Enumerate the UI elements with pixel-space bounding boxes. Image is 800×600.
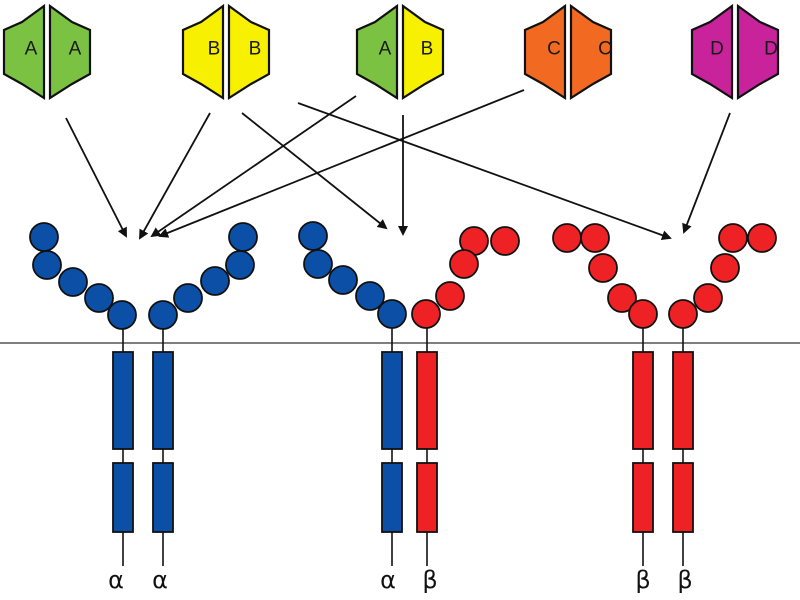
ligand-half-right xyxy=(736,3,780,101)
arrow-bb-to-beta-beta xyxy=(297,102,672,240)
chain-label: α xyxy=(380,566,396,594)
ligand-bb xyxy=(181,3,271,101)
ligand-letter: D xyxy=(710,39,724,60)
ligand-half-left xyxy=(523,3,567,101)
chain-label: β xyxy=(422,566,437,594)
extracellular-domain-bead xyxy=(435,281,465,311)
arrow-cc-to-alpha-alpha xyxy=(158,89,525,238)
chain-label: β xyxy=(635,566,650,594)
ligand-letter: A xyxy=(379,39,392,60)
ligand-letter: A xyxy=(25,39,38,60)
extracellular-domain-bead xyxy=(411,299,441,329)
chain-label: β xyxy=(677,566,692,594)
extracellular-domain-bead xyxy=(693,283,723,313)
ligand-half-left xyxy=(181,3,225,101)
intracellular-domain xyxy=(672,462,694,533)
transmembrane-domain xyxy=(672,351,694,450)
receptor-chain-beta xyxy=(411,226,520,566)
extracellular-domain-bead xyxy=(148,300,178,330)
extracellular-domain-bead xyxy=(490,226,520,256)
extracellular-domain-bead xyxy=(328,265,358,295)
extracellular-domain-bead xyxy=(747,223,777,253)
chain-label: α xyxy=(152,566,168,594)
extracellular-domain-bead xyxy=(225,250,255,280)
intracellular-domain xyxy=(152,462,174,533)
receptor-chain-alpha xyxy=(298,221,407,566)
intracellular-domain xyxy=(381,462,403,533)
intracellular-domain xyxy=(416,462,438,533)
extracellular-domain-bead xyxy=(552,223,582,253)
receptor-chain-alpha xyxy=(148,222,258,566)
receptor-beta-beta xyxy=(552,223,777,566)
receptor-dimers xyxy=(29,221,777,566)
receptor-alpha-alpha xyxy=(29,222,258,566)
ligand-letter: B xyxy=(208,39,221,60)
ligand-half-left xyxy=(2,3,46,101)
chain-label: α xyxy=(108,566,124,594)
extracellular-domain-bead xyxy=(628,299,658,329)
arrow-bb-to-alpha-alpha xyxy=(139,112,211,240)
extracellular-domain-bead xyxy=(303,249,333,279)
extracellular-domain-bead xyxy=(377,299,407,329)
transmembrane-domain xyxy=(416,351,438,450)
ligand-letter: B xyxy=(421,39,434,60)
extracellular-domain-bead xyxy=(449,249,479,279)
extracellular-domain-bead xyxy=(107,300,137,330)
ligand-letter: B xyxy=(249,39,262,60)
intracellular-domain xyxy=(112,462,134,533)
arrow-aa-to-alpha-alpha xyxy=(65,117,127,238)
transmembrane-domain xyxy=(632,351,654,450)
ligand-half-left xyxy=(355,3,399,101)
extracellular-domain-bead xyxy=(718,223,748,253)
extracellular-domain-bead xyxy=(298,221,328,251)
ligand-dimers xyxy=(2,3,780,101)
transmembrane-domain xyxy=(152,351,174,450)
ligand-aa xyxy=(2,3,92,101)
binding-arrows xyxy=(65,89,731,240)
extracellular-domain-bead xyxy=(173,283,203,313)
extracellular-domain-bead xyxy=(58,267,88,297)
extracellular-domain-bead xyxy=(668,299,698,329)
transmembrane-domain xyxy=(381,351,403,450)
extracellular-domain-bead xyxy=(32,250,62,280)
ligand-dd xyxy=(690,3,780,101)
extracellular-domain-bead xyxy=(580,223,610,253)
extracellular-domain-bead xyxy=(84,283,114,313)
transmembrane-domain xyxy=(112,351,134,450)
ligand-half-left xyxy=(690,3,734,101)
ligand-half-right xyxy=(227,3,271,101)
extracellular-domain-bead xyxy=(200,266,230,296)
arrow-bb-to-alpha-beta xyxy=(241,112,388,230)
ligand-letter: D xyxy=(764,39,778,60)
receptor-alpha-beta xyxy=(298,221,520,566)
arrow-dd-to-beta-beta xyxy=(682,112,731,234)
receptor-chain-alpha xyxy=(29,222,137,566)
ligand-half-right xyxy=(401,3,445,101)
ligand-ab xyxy=(355,3,445,101)
ligand-letter: C xyxy=(598,39,612,60)
ligand-letter: C xyxy=(547,39,561,60)
extracellular-domain-bead xyxy=(710,253,740,283)
chain-labels: α α α β β β xyxy=(108,566,693,594)
ligand-letter: A xyxy=(69,39,82,60)
ligand-half-right xyxy=(48,3,92,101)
receptor-chain-beta xyxy=(552,223,658,566)
extracellular-domain-bead xyxy=(588,253,618,283)
ligand-cc xyxy=(523,3,613,101)
intracellular-domain xyxy=(632,462,654,533)
arrow-ab-to-alpha-alpha xyxy=(150,95,357,238)
extracellular-domain-bead xyxy=(228,222,258,252)
extracellular-domain-bead xyxy=(607,283,637,313)
extracellular-domain-bead xyxy=(355,281,385,311)
extracellular-domain-bead xyxy=(29,222,59,252)
ligand-letters: A A B B A B C C D D xyxy=(25,39,778,60)
receptor-chain-beta xyxy=(668,223,777,566)
ligand-half-right xyxy=(569,3,613,101)
